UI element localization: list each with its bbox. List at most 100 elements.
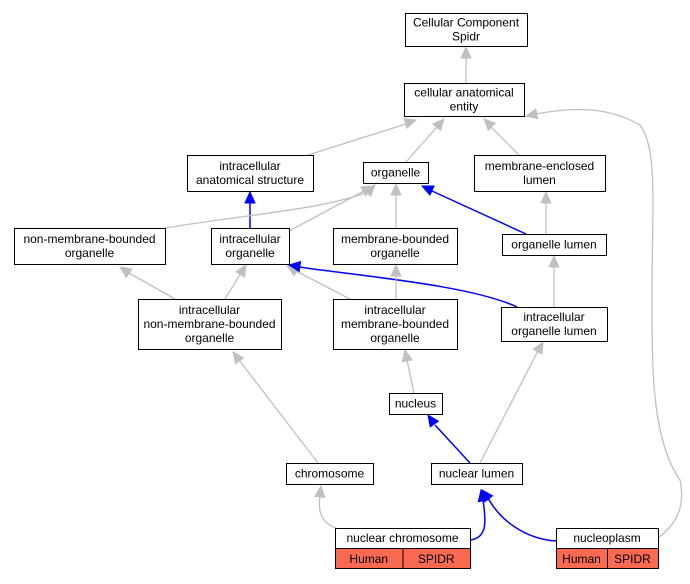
node-nuc[interactable]: nucleus — [389, 393, 443, 415]
node-label: intracellular — [219, 159, 280, 173]
arrowhead-icon — [118, 266, 133, 279]
edge-line — [224, 272, 242, 300]
node-label: anatomical structure — [196, 173, 304, 187]
arrowhead-icon — [548, 254, 560, 268]
arrowhead-icon — [420, 185, 435, 197]
edge-iol-to-ol — [548, 254, 560, 307]
edge-line — [288, 190, 365, 232]
node-label: intracellular — [364, 303, 425, 317]
edge-mel-to-cae — [483, 118, 520, 156]
node-box — [363, 162, 429, 184]
edge-line — [487, 497, 557, 542]
arrowhead-icon — [432, 118, 445, 132]
edge-iol-to-io — [287, 260, 518, 308]
edges-layer — [118, 45, 683, 542]
edge-nchr-to-chr — [314, 484, 337, 529]
arrowhead-icon — [460, 45, 472, 59]
node-label: Cellular Component — [413, 16, 520, 30]
node-label: Spidr — [452, 30, 480, 44]
node-label: non-membrane-bounded — [23, 232, 155, 246]
edge-nplasm-to-nl — [481, 489, 557, 542]
tag-label-spidr: SPIDR — [614, 552, 651, 566]
arrowhead-icon — [390, 182, 402, 196]
arrowhead-icon — [235, 263, 247, 278]
edge-line — [164, 191, 369, 229]
node-box — [502, 234, 607, 256]
arrowhead-icon — [287, 260, 302, 273]
arrowhead-icon — [427, 414, 440, 428]
node-label: chromosome — [295, 467, 365, 481]
node-label: intracellular — [219, 232, 280, 246]
edge-chr-to-inmbo — [232, 351, 319, 464]
node-box — [431, 463, 523, 485]
edge-line — [535, 108, 683, 539]
node-box — [501, 307, 608, 342]
node-label: nuclear chromosome — [346, 531, 458, 545]
node-label: organelle lumen — [511, 324, 596, 338]
node-label: membrane-bounded — [341, 232, 449, 246]
tag-label-spidr: SPIDR — [418, 552, 455, 566]
node-label: nucleus — [395, 397, 436, 411]
node-label: organelle — [370, 331, 420, 345]
edge-line — [479, 350, 539, 464]
edge-imbo-to-io — [285, 265, 351, 300]
node-label: organelle — [185, 331, 235, 345]
node-box — [211, 228, 290, 265]
edge-line — [318, 495, 337, 529]
node-label: non-membrane-bounded — [143, 317, 275, 331]
edge-cae-to-root — [460, 45, 472, 83]
node-label: intracellular — [179, 303, 240, 317]
node-label: intracellular — [523, 310, 584, 324]
edge-nuc-to-imbo — [401, 348, 415, 394]
node-label: organelle — [225, 246, 275, 260]
node-label: cellular anatomical — [414, 86, 513, 100]
node-box — [138, 299, 282, 350]
node-label: membrane-enclosed — [485, 159, 594, 173]
arrowhead-icon — [390, 263, 402, 277]
node-org[interactable]: organelle — [363, 162, 429, 184]
node-label: entity — [450, 100, 479, 114]
tag-box — [402, 548, 471, 569]
node-box — [333, 299, 458, 350]
arrowhead-icon — [483, 118, 497, 132]
node-box — [286, 463, 374, 485]
node-ol[interactable]: organelle lumen — [502, 234, 607, 256]
node-inmbo[interactable]: intracellularnon-membrane-boundedorganel… — [138, 299, 282, 350]
edge-line — [238, 359, 319, 464]
node-nl[interactable]: nuclear lumen — [431, 463, 523, 485]
arrowhead-icon — [401, 348, 413, 363]
node-box — [187, 155, 314, 192]
tag-box — [607, 548, 659, 569]
edge-line — [431, 190, 527, 235]
node-box — [389, 393, 443, 415]
arrowhead-icon — [314, 484, 326, 499]
arrowhead-icon — [232, 351, 245, 365]
node-chr[interactable]: chromosome — [286, 463, 374, 485]
edge-line — [128, 272, 176, 300]
tag-label-human: Human — [562, 552, 601, 566]
edge-line — [490, 126, 520, 156]
edge-org-to-cae — [405, 118, 445, 163]
node-label: organelle — [65, 246, 115, 260]
node-label: organelle — [370, 246, 420, 260]
edge-nl-to-iol — [479, 340, 544, 464]
edge-line — [295, 270, 351, 300]
arrowhead-icon — [244, 190, 256, 204]
arrowhead-icon — [360, 185, 375, 197]
edge-ias-to-cae — [307, 117, 418, 156]
node-label: lumen — [523, 173, 556, 187]
arrowhead-icon — [481, 489, 494, 503]
edge-mbo-to-org — [390, 182, 402, 228]
